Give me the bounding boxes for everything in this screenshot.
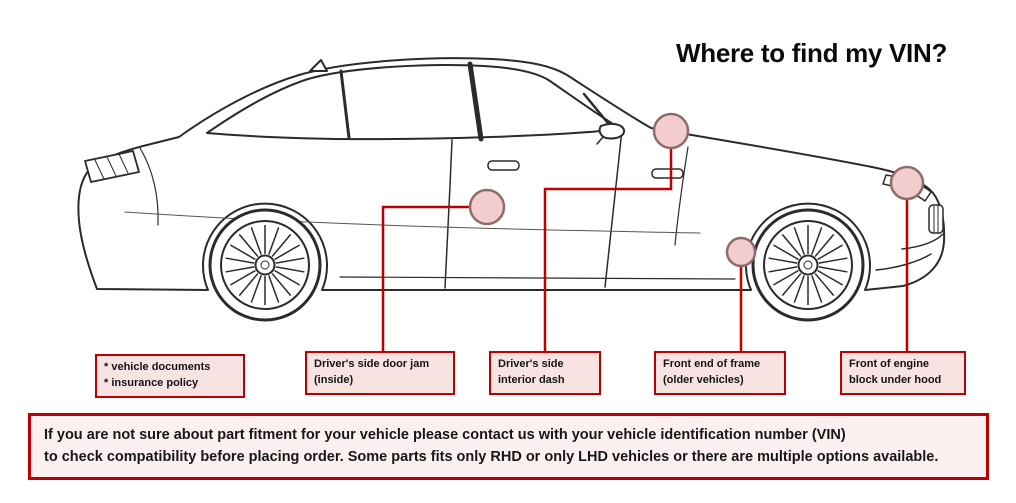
- interior-dash-marker: [652, 112, 690, 150]
- fitment-notice-line1: If you are not sure about part fitment f…: [44, 427, 846, 443]
- page-title: Where to find my VIN?: [676, 38, 948, 68]
- callout-vehicle-documents: * vehicle documents * insurance policy: [95, 354, 245, 398]
- car-body: [77, 57, 946, 291]
- callout-line: interior dash: [498, 373, 565, 386]
- connector-lines: [381, 131, 909, 356]
- callout-interior-dash: Driver's side interior dash: [489, 351, 601, 395]
- callout-frame-front: Front end of frame (older vehicles): [654, 351, 786, 395]
- callout-door-jam: Driver's side door jam (inside): [305, 351, 455, 395]
- engine-block-marker: [889, 165, 925, 201]
- frame-front-marker: [725, 236, 757, 268]
- front-wheel: [751, 208, 865, 322]
- callout-line: Front end of frame: [663, 358, 761, 370]
- connector-interior-dash: [543, 131, 673, 356]
- callout-line: (inside): [314, 373, 354, 386]
- callout-line: Driver's side door jam: [314, 358, 430, 370]
- rear-wheel: [208, 208, 322, 322]
- callout-engine-block: Front of engine block under hood: [840, 351, 966, 395]
- door-jam-marker: [468, 188, 506, 226]
- connector-door-jam: [381, 205, 487, 356]
- fitment-notice-line2: to check compatibility before placing or…: [44, 449, 939, 466]
- callout-line: Driver's side: [498, 358, 564, 370]
- callout-line: (older vehicles): [663, 373, 744, 386]
- callout-line: * vehicle documents: [104, 361, 211, 373]
- fitment-notice: If you are not sure about part fitment f…: [28, 413, 989, 480]
- callout-line: Front of engine: [849, 358, 930, 370]
- callout-line: * insurance policy: [104, 376, 199, 389]
- callout-line: block under hood: [849, 373, 942, 386]
